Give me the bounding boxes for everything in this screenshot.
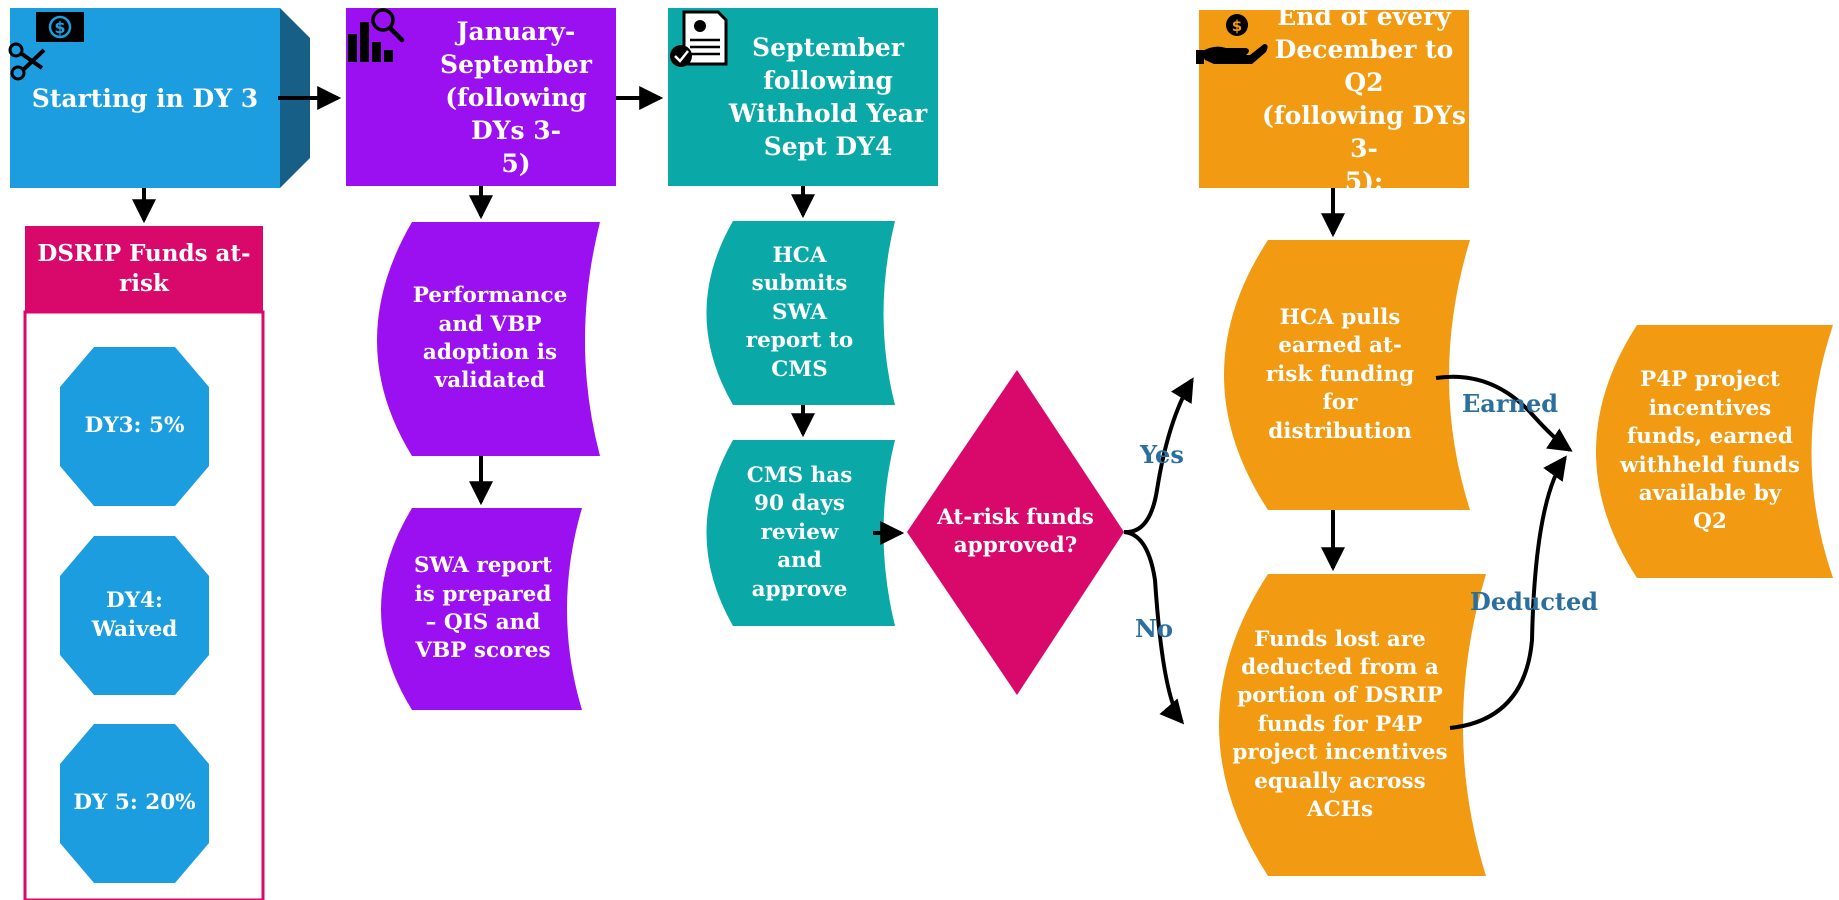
arrow-no [1123, 530, 1185, 725]
svg-text:$: $ [1232, 17, 1242, 35]
chart-search-icon [348, 8, 405, 62]
step-cms-review: CMS has 90 days review and approve [746, 463, 853, 602]
step-hca-submits-shape [706, 221, 895, 405]
header-end-december-shape [1199, 10, 1469, 188]
arrow-earned [1435, 374, 1573, 452]
step-p4p-result-shape [1596, 325, 1833, 578]
svg-text:$: $ [54, 18, 65, 37]
report-check-icon [670, 10, 728, 67]
decision-diamond-shape [907, 370, 1124, 695]
header-september: September following Withhold Year Sept D… [728, 33, 928, 161]
step-funds-lost-shape [1219, 574, 1486, 876]
at-risk-panel-title-shape [25, 226, 263, 312]
step-p4p-result: P4P project incentives funds, earned wit… [1620, 367, 1800, 535]
step-swa-prepared: SWA report is prepared – QIS and VBP sco… [413, 553, 553, 664]
header-jan-sep: January- September (following DYs 3- 5) [440, 16, 592, 178]
step-hca-pulls: HCA pulls earned at- risk funding for di… [1265, 305, 1415, 444]
octagon-dy5-shape [60, 724, 209, 883]
edge-label-earned: Earned [1462, 389, 1558, 418]
arrow-yes [1123, 377, 1194, 535]
connectors [132, 86, 1573, 730]
decision-question: At-risk funds approved? [937, 504, 1094, 558]
step-cms-review-shape [706, 440, 895, 626]
octagon-dy5: DY 5: 20% [73, 790, 196, 816]
at-risk-panel-title: DSRIP Funds at- risk [37, 239, 251, 297]
edge-label-no: No [1135, 614, 1173, 643]
header-jan-sep-shape [346, 8, 616, 186]
octagon-dy3: DY3: 5% [84, 413, 185, 439]
octagon-dy3-shape [60, 347, 209, 506]
step-performance: Performance and VBP adoption is validate… [412, 283, 568, 394]
step-funds-lost: Funds lost are deducted from a portion o… [1232, 626, 1448, 822]
scissors-money-icon: $ [8, 12, 84, 81]
step-performance-shape [377, 222, 600, 456]
hand-coin-icon: $ [1196, 14, 1268, 64]
header-starting: Starting in DY 3 [31, 83, 259, 113]
edge-label-yes: Yes [1140, 440, 1184, 469]
step-hca-submits: HCA submits SWA report to CMS [745, 243, 854, 382]
header-end-december: End of every December to Q2 (following D… [1262, 2, 1466, 196]
step-swa-prepared-shape [381, 508, 582, 710]
step-hca-pulls-shape [1224, 240, 1470, 510]
octagon-dy4: DY4: Waived [91, 588, 178, 642]
arrow-deducted [1449, 455, 1567, 730]
octagon-dy4-shape [60, 536, 209, 695]
edge-label-deducted: Deducted [1470, 587, 1599, 616]
